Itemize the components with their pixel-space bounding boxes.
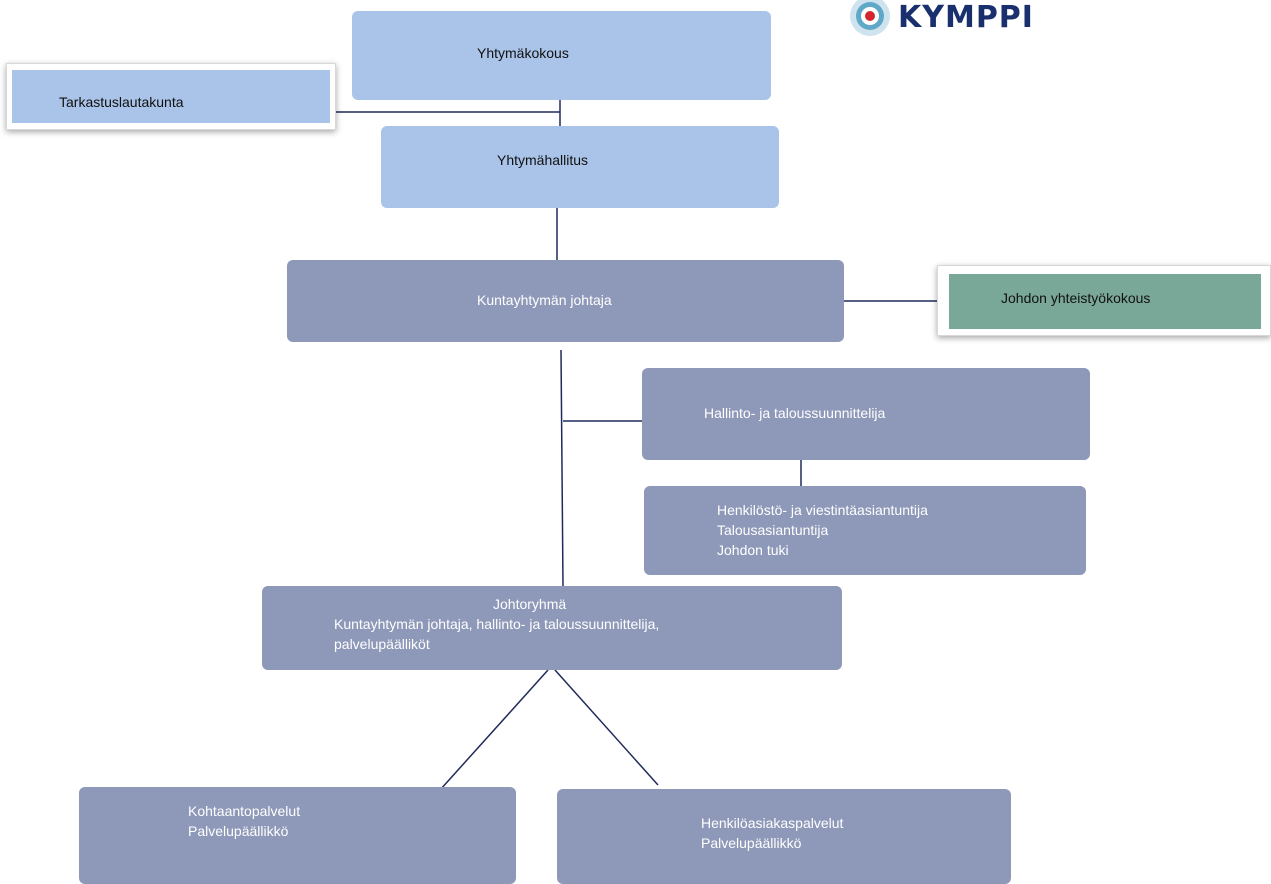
node-johdon-yhteistyokokous: Johdon yhteistyökokous bbox=[937, 265, 1271, 336]
node-label: Tarkastuslautakunta bbox=[59, 94, 184, 110]
unit-head: Palvelupäällikkö bbox=[188, 823, 289, 839]
node-label: Johdon yhteistyökokous bbox=[1001, 290, 1151, 306]
connector-trunk bbox=[560, 349, 564, 587]
node-henkiloasiakaspalvelut: Henkilöasiakaspalvelut Palvelupäällikkö bbox=[557, 789, 1011, 884]
node-label-group: Henkilöasiakaspalvelut Palvelupäällikkö bbox=[701, 813, 843, 853]
node-kohtaantopalvelut: Kohtaantopalvelut Palvelupäällikkö bbox=[79, 787, 516, 884]
kymppi-logo: KYMPPI bbox=[848, 0, 1033, 44]
logo-text: KYMPPI bbox=[898, 0, 1034, 35]
connector-johtoryhma-henkiloasiakas bbox=[554, 669, 659, 786]
unit-head: Palvelupäällikkö bbox=[701, 835, 802, 851]
node-yhtymahallitus: Yhtymähallitus bbox=[381, 126, 779, 208]
node-label: Yhtymäkokous bbox=[477, 45, 569, 61]
node-johtaja: Kuntayhtymän johtaja bbox=[287, 260, 844, 342]
node-yhtymakokous: Yhtymäkokous bbox=[352, 11, 771, 100]
node-tarkastuslautakunta-fill: Tarkastuslautakunta bbox=[12, 70, 330, 123]
node-johdon-fill: Johdon yhteistyökokous bbox=[949, 274, 1261, 329]
node-label-group: Kohtaantopalvelut Palvelupäällikkö bbox=[188, 801, 300, 841]
unit-name: Kohtaantopalvelut bbox=[188, 803, 301, 819]
johtoryhma-title: Johtoryhmä bbox=[493, 596, 567, 612]
connector-johtoryhma-kohtaanto bbox=[439, 669, 549, 791]
support-item: Henkilöstö- ja viestintäasiantuntija bbox=[717, 502, 928, 518]
target-icon bbox=[850, 0, 890, 36]
unit-name: Henkilöasiakaspalvelut bbox=[701, 815, 844, 831]
support-item: Johdon tuki bbox=[717, 542, 789, 558]
support-list: Henkilöstö- ja viestintäasiantuntija Tal… bbox=[717, 500, 928, 560]
node-tarkastuslautakunta: Tarkastuslautakunta bbox=[6, 63, 336, 130]
support-item: Talousasiantuntija bbox=[717, 522, 829, 538]
node-label: Yhtymähallitus bbox=[497, 152, 589, 168]
node-label: Hallinto- ja taloussuunnittelija bbox=[704, 405, 886, 421]
node-hallinto: Hallinto- ja taloussuunnittelija bbox=[642, 368, 1090, 460]
johtoryhma-members: Kuntayhtymän johtaja, hallinto- ja talou… bbox=[334, 616, 660, 632]
node-label: Kuntayhtymän johtaja bbox=[477, 292, 612, 308]
johtoryhma-members-cont: palvelupäälliköt bbox=[334, 636, 430, 652]
node-johtoryhma: Johtoryhmä Kuntayhtymän johtaja, hallint… bbox=[262, 586, 842, 670]
node-support-staff: Henkilöstö- ja viestintäasiantuntija Tal… bbox=[644, 486, 1086, 575]
